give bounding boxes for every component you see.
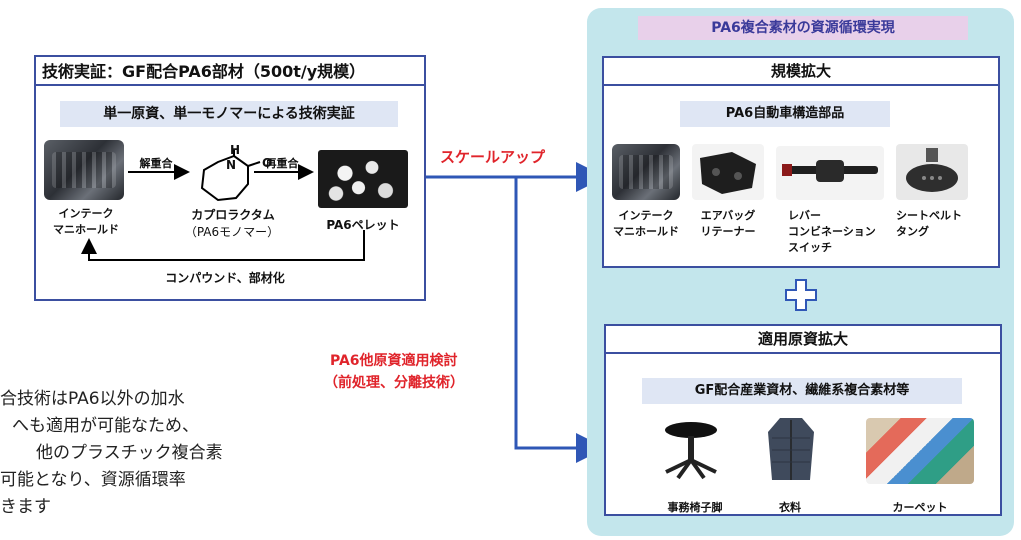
molecule-h-label: H [230, 143, 241, 157]
circulation-banner: PA6複合素材の資源循環実現 [638, 16, 968, 40]
demo-subtitle: 単一原資、単一モノマーによる技術実証 [60, 101, 398, 127]
body-text-line-1: 合技術はPA6以外の加水 [0, 389, 185, 409]
plus-icon [784, 278, 818, 312]
depolymerization-label: 解重合 [139, 157, 173, 170]
auto-parts-subtitle: PA6自動車構造部品 [680, 101, 890, 127]
part-label-intake-2: マニホールド [613, 225, 679, 238]
carpet-samples-image [866, 418, 974, 484]
compounding-return-arrow [81, 230, 365, 261]
molecule-n-label: N [226, 158, 237, 172]
part-label-seatbelt-2: タング [896, 225, 929, 238]
other-resource-label-1: PA6他原資適用検討 [330, 353, 458, 369]
part-label-airbag-2: リテーナー [700, 225, 756, 238]
body-text-line-4: 可能となり、資源循環率 [0, 470, 186, 490]
part-label-seatbelt-1: シートベルト [896, 209, 962, 222]
intake-manifold-image [44, 140, 124, 200]
intake-manifold-label-1: インテーク [58, 207, 114, 220]
part-label-airbag-1: エアバッグ [700, 209, 756, 222]
industrial-materials-subtitle: GF配合産業資材、繊維系複合素材等 [642, 378, 962, 404]
scaleup-label: スケールアップ [440, 148, 546, 166]
other-resource-label-2: （前処理、分離技術） [324, 375, 464, 391]
scale-expansion-title: 規模拡大 [604, 58, 998, 86]
molecule-o-label: O [262, 156, 273, 170]
other-resource-arrow [514, 177, 606, 463]
office-chair-image [658, 414, 724, 484]
body-text-line-3: 他のプラスチック複合素 [36, 443, 223, 463]
body-text-line-2: へも適用が可能なため、 [12, 416, 199, 436]
pa6-monomer-label: （PA6モノマー） [184, 225, 280, 239]
resource-expansion-title: 適用原資拡大 [606, 326, 1000, 354]
lever-switch-image [776, 146, 884, 200]
part-label-intake-1: インテーク [618, 209, 674, 222]
intake-manifold-label-2: マニホールド [53, 223, 119, 236]
airbag-retainer-image [692, 144, 764, 200]
repolymerization-label: 再重合 [265, 157, 299, 170]
caprolactam-ring [200, 154, 249, 202]
part-label-lever-3: スイッチ [788, 241, 832, 254]
product-label-clothing: 衣料 [779, 501, 801, 514]
part-label-lever-2: コンビネーション [788, 225, 876, 238]
compounding-label: コンパウンド、部材化 [165, 271, 285, 285]
product-label-chair: 事務椅子脚 [667, 501, 723, 514]
caprolactam-label: カプロラクタム [191, 208, 275, 222]
pa6-pellet-label: PA6ペレット [326, 218, 400, 232]
seatbelt-tongue-image [896, 144, 968, 200]
demo-diagram-svg [81, 150, 365, 261]
product-label-carpet: カーペット [892, 501, 948, 514]
demo-title: 技術実証：GF配合PA6部材（500t/y規模） [36, 58, 424, 86]
pa6-pellet-image [318, 150, 408, 208]
body-text-line-5: きます [0, 497, 51, 517]
part-label-lever-1: レバー [788, 209, 821, 222]
intake-manifold-part-image [612, 144, 680, 200]
jacket-image [766, 414, 816, 484]
